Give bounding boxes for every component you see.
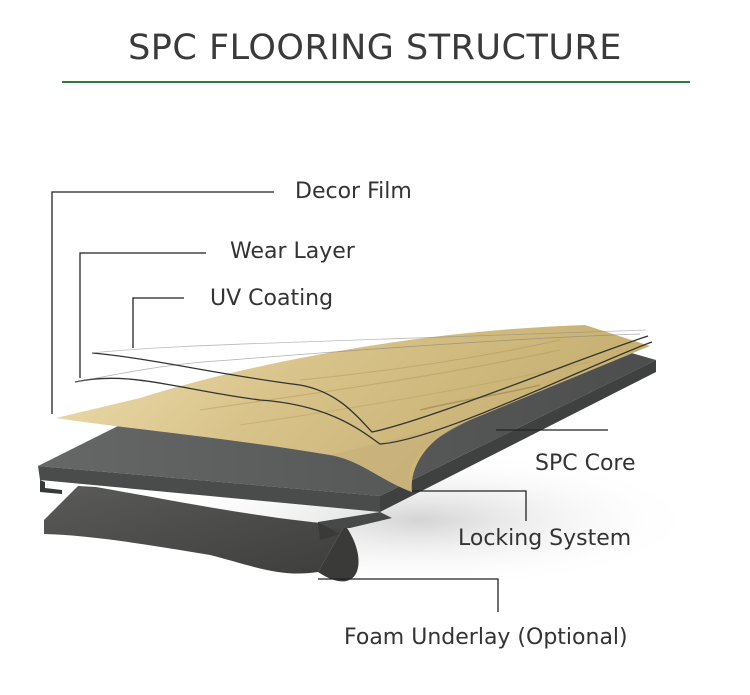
- label-locking-system: Locking System: [458, 526, 632, 551]
- label-foam-underlay: Foam Underlay (Optional): [344, 625, 628, 650]
- label-decor-film: Decor Film: [295, 179, 412, 204]
- leader-uv-coating: [132, 297, 184, 348]
- label-spc-core: SPC Core: [535, 451, 636, 476]
- leader-decor-film: [51, 191, 274, 414]
- page-title: SPC FLOORING STRUCTURE: [128, 28, 622, 68]
- label-uv-coating: UV Coating: [210, 286, 334, 311]
- label-wear-layer: Wear Layer: [230, 239, 355, 264]
- title-divider: [62, 81, 690, 83]
- leader-locking-system: [412, 490, 527, 521]
- foam-underlay-layer: [44, 486, 359, 582]
- leader-lines: [51, 191, 608, 612]
- wear-layer-film: [74, 333, 653, 445]
- leader-wear-layer: [79, 252, 206, 378]
- leader-foam-underlay: [318, 578, 499, 612]
